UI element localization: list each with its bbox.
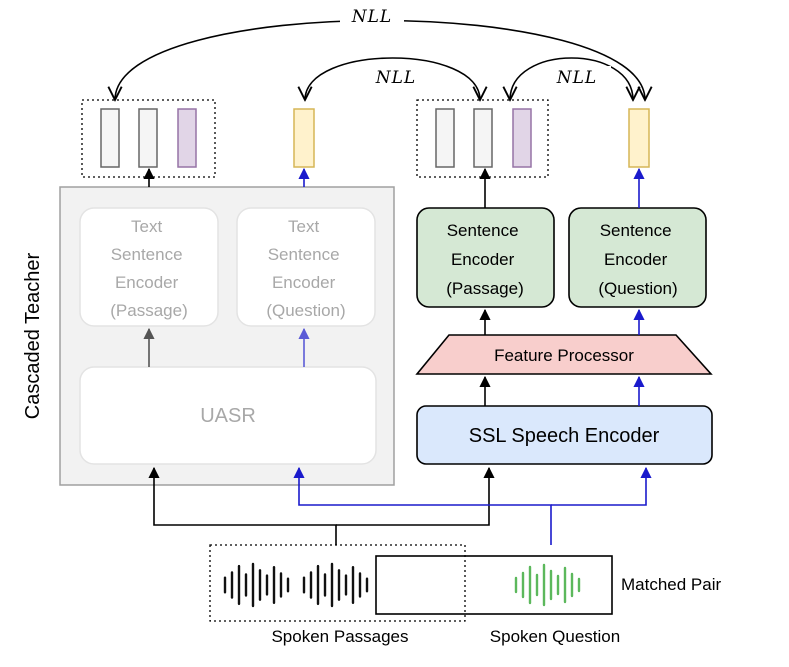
ssl-speech-encoder-label: SSL Speech Encoder [469, 425, 660, 447]
encoder-label-line: Text [288, 217, 319, 236]
spoken-passages-label: Spoken Passages [271, 627, 408, 646]
embedding-vector [473, 108, 493, 168]
encoder-label-line: (Question) [266, 301, 345, 320]
embedding-vector [138, 108, 158, 168]
svg-text:Text Sentence: Text Sentence Encoder (Question) [266, 217, 345, 320]
feature-processor: Feature Processor [415, 334, 713, 375]
encoder-label-line: (Question) [598, 279, 677, 298]
nll-arrows: NLL NLL NLL [115, 6, 645, 100]
encoder-label-line: Text [131, 217, 162, 236]
encoder-label-line: Sentence [600, 221, 672, 240]
sentence-encoder-question: Sentence Encoder (Question) [568, 207, 707, 308]
spoken-question-label: Spoken Question [490, 627, 620, 646]
nll-top-label: NLL [351, 7, 392, 27]
svg-text:Text Sentence: Text Sentence Encoder (Passage) [110, 217, 187, 320]
encoder-label-line: (Passage) [110, 301, 187, 320]
svg-text:Sentence Encoder (: Sentence Encoder (Passage) [446, 221, 523, 298]
nll-left-label: NLL [375, 68, 416, 88]
passage-input-line [148, 466, 337, 545]
waveform-question [514, 563, 581, 607]
student-passage-embeddings-group [416, 99, 549, 178]
passage-input-line-student [336, 466, 495, 526]
nll-top-arc [115, 19, 645, 101]
waveform-passage-2 [302, 562, 369, 608]
text-sentence-encoder-passage: Text Sentence Encoder (Passage) [79, 207, 219, 327]
ssl-speech-encoder: SSL Speech Encoder [416, 405, 713, 465]
matched-pair-label: Matched Pair [621, 575, 721, 594]
feature-processor-label: Feature Processor [494, 346, 634, 365]
encoder-label-line: Encoder [272, 273, 336, 292]
svg-text:Sentence Encoder (: Sentence Encoder (Question) [598, 221, 677, 298]
embedding-vector-negative [177, 108, 197, 168]
encoder-label-line: Sentence [447, 221, 519, 240]
encoder-label-line: Encoder [115, 273, 179, 292]
waveform-passage-matched [380, 561, 454, 609]
question-input-line [293, 466, 552, 545]
nll-right-arc [510, 57, 633, 100]
embedding-vector [435, 108, 455, 168]
cascaded-teacher-panel: Cascaded Teacher Text Sentence Encoder (… [22, 186, 395, 486]
encoder-label-line: Sentence [111, 245, 183, 264]
encoder-label-line: Encoder [451, 250, 515, 269]
teacher-question-embedding [293, 108, 315, 168]
student-embeddings [416, 99, 650, 178]
encoder-label-line: Sentence [268, 245, 340, 264]
nll-right-label: NLL [556, 68, 597, 88]
student-question-embedding [628, 108, 650, 168]
audio-inputs [209, 544, 613, 622]
teacher-embeddings [81, 99, 315, 178]
text-sentence-encoder-question: Text Sentence Encoder (Question) [236, 207, 376, 327]
question-input-line-student [551, 466, 652, 506]
waveform-passage-1 [223, 562, 290, 608]
flow-arrows [143, 167, 645, 406]
embedding-vector-negative [512, 108, 532, 168]
uasr-box: UASR [79, 366, 377, 465]
uasr-label: UASR [200, 405, 256, 427]
matched-pair-box [375, 555, 613, 615]
embedding-vector [100, 108, 120, 168]
sentence-encoder-passage: Sentence Encoder (Passage) [416, 207, 555, 308]
input-routing [148, 466, 652, 545]
encoder-label-line: Encoder [604, 250, 668, 269]
nll-left-arc [305, 57, 480, 100]
cascaded-teacher-title: Cascaded Teacher [22, 252, 44, 419]
encoder-label-line: (Passage) [446, 279, 523, 298]
